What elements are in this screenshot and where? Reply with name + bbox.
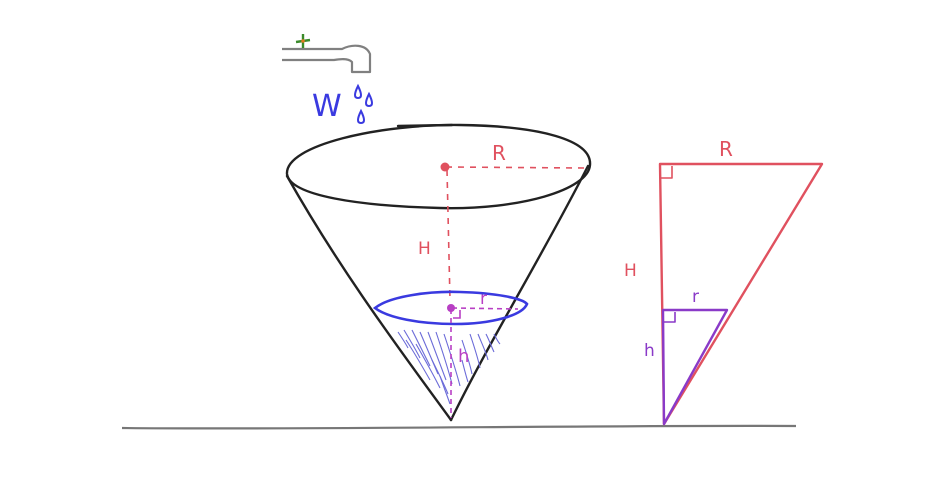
- water-surface: [372, 290, 529, 326]
- water-height-label: h: [458, 346, 469, 367]
- small-triangle: [661, 308, 729, 426]
- water-drops-icon: [354, 83, 373, 125]
- faucet-icon: [282, 34, 372, 74]
- water-surface-center: [447, 304, 455, 312]
- tri-big-height-label: H: [624, 261, 637, 281]
- big-radius-label: R: [492, 141, 506, 165]
- tri-big-radius-label: R: [719, 137, 733, 161]
- flow-rate-label: W: [312, 89, 342, 124]
- water-hatching: [397, 329, 501, 405]
- cone-top-center: [440, 162, 450, 172]
- ground-line: [121, 424, 797, 430]
- tri-water-radius-label: r: [692, 287, 699, 307]
- big-triangle: [658, 162, 824, 426]
- water-radius-label: r: [480, 289, 487, 309]
- cone-outline: [285, 123, 592, 422]
- big-height-label: H: [418, 239, 431, 259]
- big-cone-dimensions: [445, 166, 585, 301]
- water-dimensions: [450, 307, 519, 418]
- tri-water-height-label: h: [644, 341, 655, 361]
